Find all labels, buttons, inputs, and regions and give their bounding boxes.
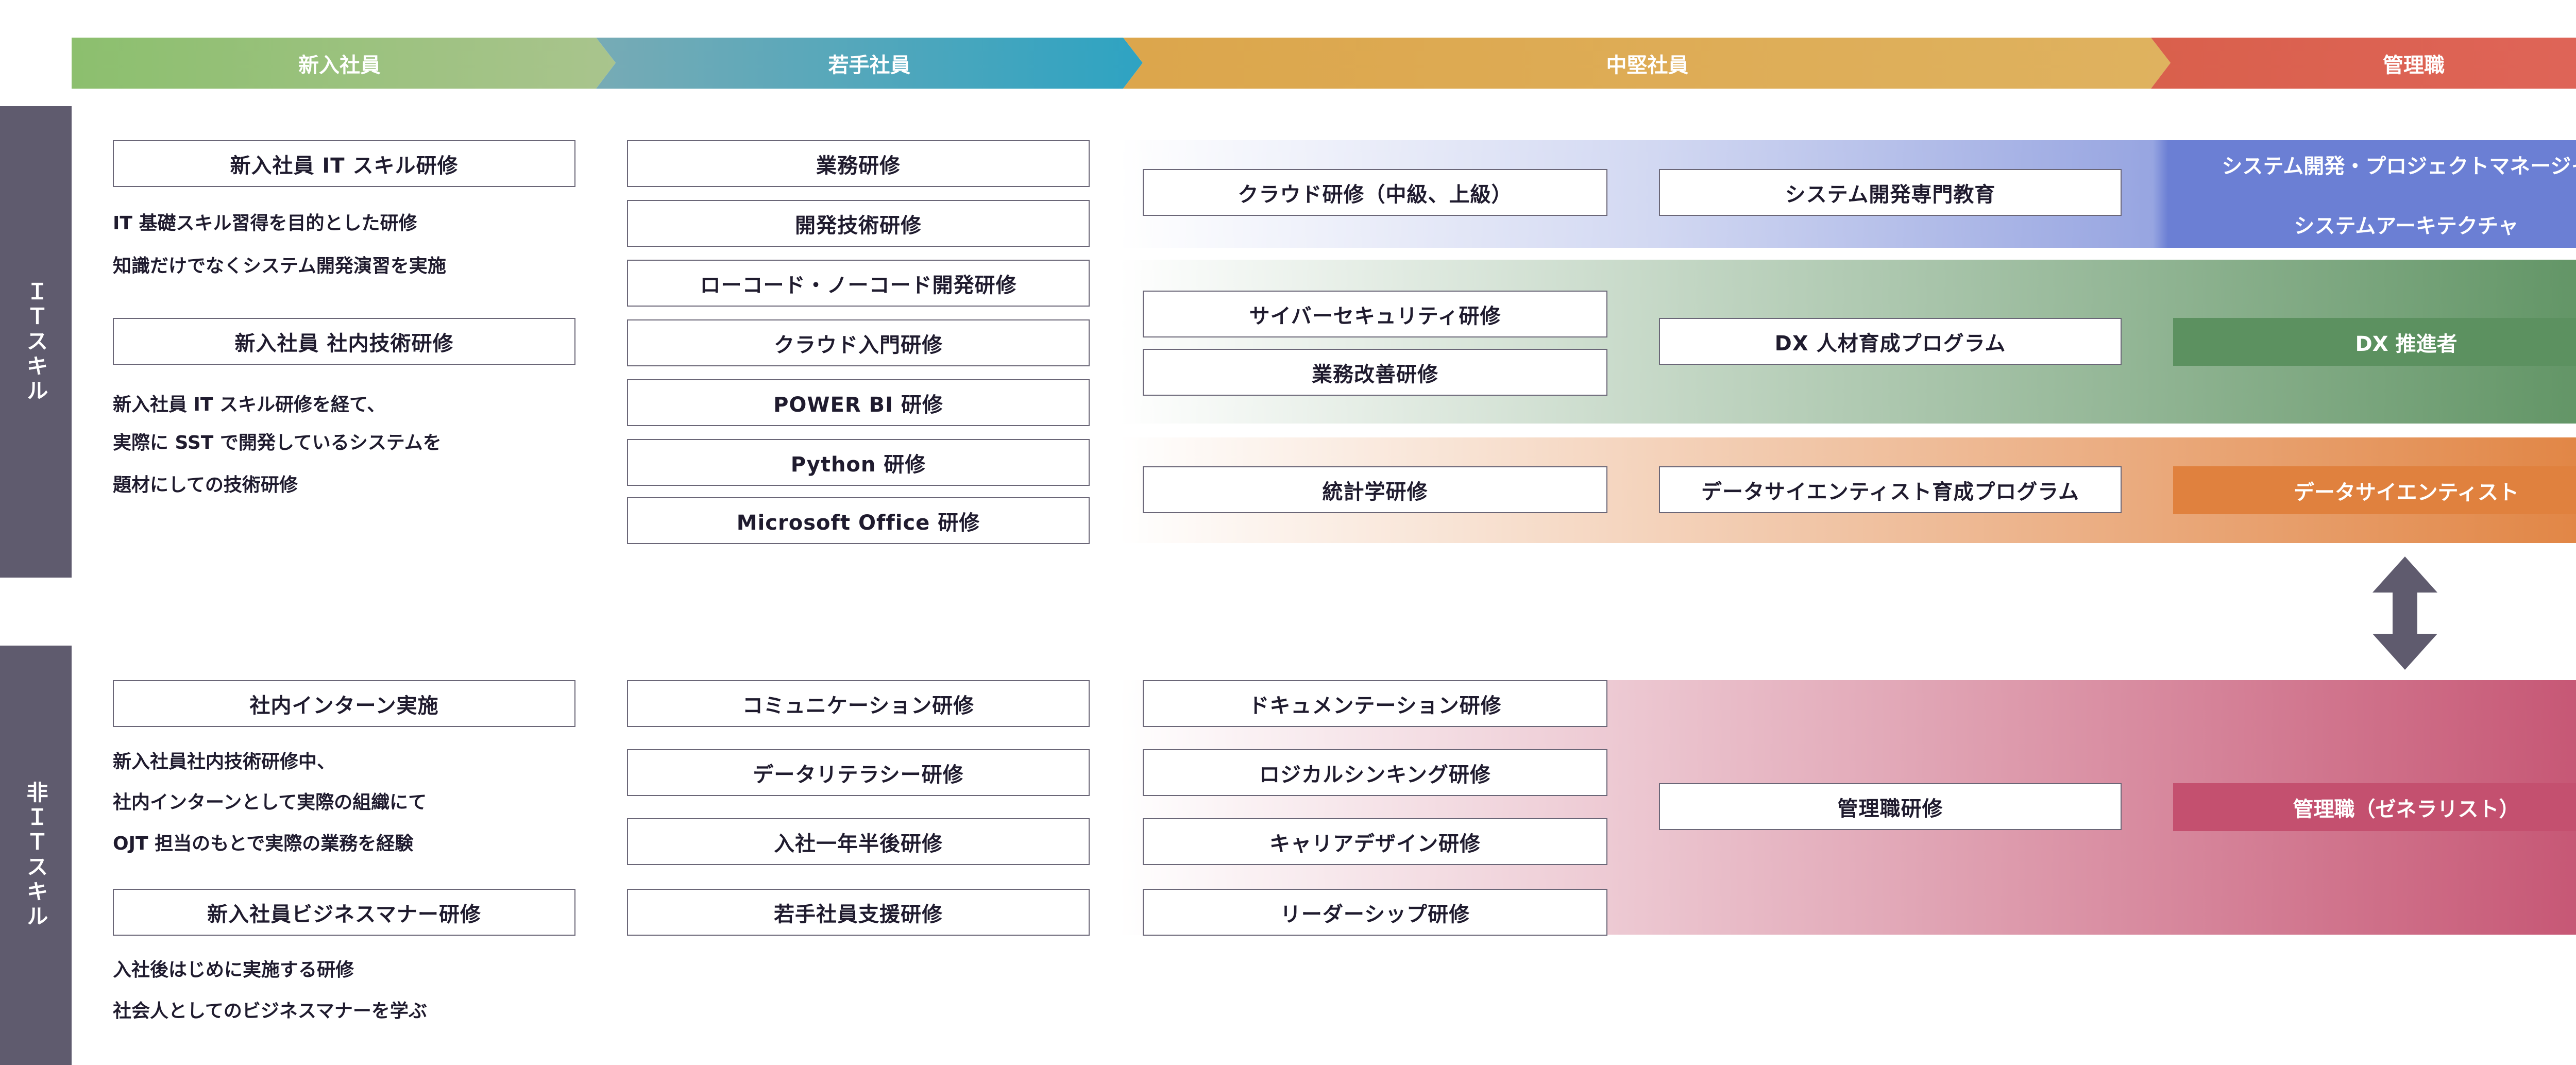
stage-segment-newhire: [72, 38, 616, 89]
course-young-6: Python 研修: [627, 439, 1090, 486]
course-cloud-advanced: クラウド研修（中級、上級）: [1143, 169, 1607, 216]
course-manager-training: 管理職研修: [1659, 783, 2122, 830]
desc-internship-1: 新入社員社内技術研修中、: [113, 751, 336, 772]
stage-segment-young: [596, 38, 1143, 89]
double-arrow-icon: [2372, 556, 2437, 670]
course-young-7: Microsoft Office 研修: [627, 497, 1090, 544]
side-label-non-it-skill: 非ＩＴスキル: [0, 646, 72, 1065]
goal-dx: DX 推進者: [2173, 318, 2576, 366]
goal-data-scientist: データサイエンティスト: [2173, 466, 2576, 514]
course-nonit-mid-3: キャリアデザイン研修: [1143, 818, 1607, 865]
course-young-5: POWER BI 研修: [627, 379, 1090, 426]
stage-label-newhire: 新入社員: [298, 53, 381, 77]
course-dx-program: DX 人材育成プログラム: [1659, 318, 2122, 365]
course-nonit-mid-2: ロジカルシンキング研修: [1143, 749, 1607, 796]
course-newhire-it-skill: 新入社員 IT スキル研修: [113, 140, 575, 187]
course-young-1: 業務研修: [627, 140, 1090, 187]
stage-segment-manager: [2151, 38, 2576, 89]
desc-newhire-tech-2: 実際に SST で開発しているシステムを: [113, 432, 442, 453]
course-internal-internship: 社内インターン実施: [113, 680, 575, 727]
course-nonit-mid-4: リーダーシップ研修: [1143, 889, 1607, 936]
goal-architect: システムアーキテクチャ: [2173, 200, 2576, 248]
stage-segment-mid: [1123, 38, 2171, 89]
stage-label-mid: 中堅社員: [1606, 53, 1689, 77]
course-nonit-young-3: 入社一年半後研修: [627, 818, 1090, 865]
course-system-dev-specialist: システム開発専門教育: [1659, 169, 2122, 216]
course-newhire-internal-tech: 新入社員 社内技術研修: [113, 318, 575, 365]
course-business-improvement: 業務改善研修: [1143, 349, 1607, 396]
stage-label-young: 若手社員: [828, 53, 911, 77]
desc-manners-1: 入社後はじめに実施する研修: [113, 959, 354, 981]
desc-manners-2: 社会人としてのビジネスマナーを学ぶ: [113, 1001, 427, 1022]
side-label-it-skill: ＩＴスキル: [0, 106, 72, 578]
course-cyber-security: サイバーセキュリティ研修: [1143, 291, 1607, 337]
course-nonit-young-1: コミュニケーション研修: [627, 680, 1090, 727]
desc-internship-2: 社内インターンとして実際の組織にて: [113, 792, 427, 813]
goal-manager-generalist: 管理職（ゼネラリスト）: [2173, 783, 2576, 831]
desc-newhire-it-1: IT 基礎スキル習得を目的とした研修: [113, 213, 417, 234]
stage-label-manager: 管理職: [2383, 53, 2445, 77]
course-young-4: クラウド入門研修: [627, 319, 1090, 366]
course-data-scientist-program: データサイエンティスト育成プログラム: [1659, 466, 2122, 513]
course-nonit-young-4: 若手社員支援研修: [627, 889, 1090, 936]
course-young-3: ローコード・ノーコード開発研修: [627, 260, 1090, 307]
course-statistics: 統計学研修: [1143, 466, 1607, 513]
goal-pm: システム開発・プロジェクトマネージャ: [2173, 140, 2576, 188]
desc-newhire-tech-3: 題材にしての技術研修: [113, 475, 298, 496]
desc-newhire-tech-1: 新入社員 IT スキル研修を経て、: [113, 394, 386, 415]
course-nonit-mid-1: ドキュメンテーション研修: [1143, 680, 1607, 727]
course-nonit-young-2: データリテラシー研修: [627, 749, 1090, 796]
desc-internship-3: OJT 担当のもとで実際の業務を経験: [113, 833, 414, 854]
career-stage-arrow: [72, 38, 2576, 89]
course-business-manners: 新入社員ビジネスマナー研修: [113, 889, 575, 936]
desc-newhire-it-2: 知識だけでなくシステム開発演習を実施: [113, 256, 446, 277]
course-young-2: 開発技術研修: [627, 200, 1090, 247]
